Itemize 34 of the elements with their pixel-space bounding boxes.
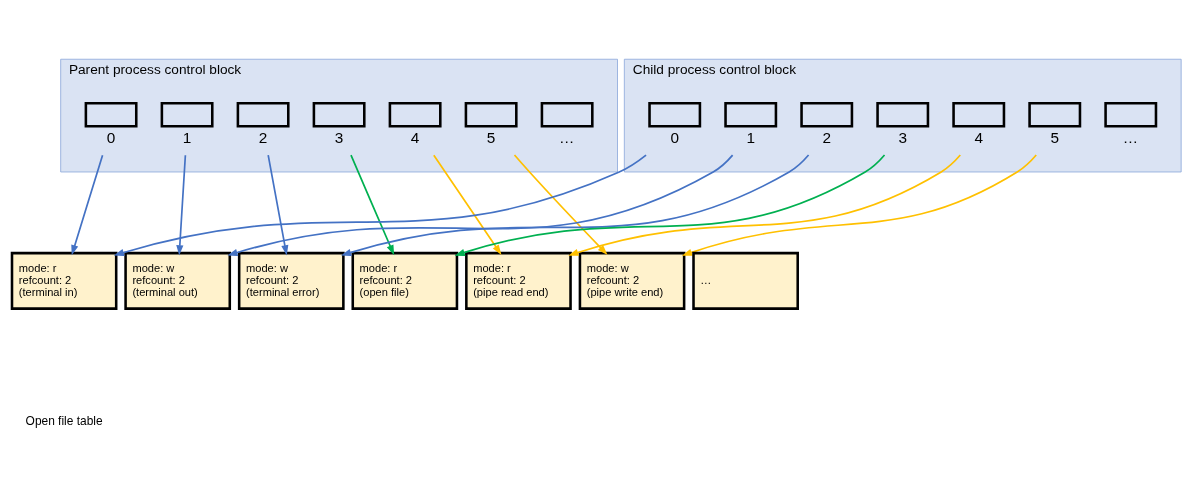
arrow (681, 154, 1038, 256)
node-label: 4 (974, 129, 984, 147)
arrow (568, 154, 962, 256)
arrow (513, 154, 608, 255)
arrow (176, 154, 187, 256)
arrow (350, 154, 395, 256)
arrow (113, 154, 647, 256)
node-box: mode: r refcount: 2 (open file) (351, 251, 459, 310)
arrow (227, 154, 734, 256)
node-label: 4 (410, 129, 420, 147)
node-label: 2 (822, 129, 832, 147)
node-label: 3 (334, 129, 344, 147)
node-label: 5 (1050, 129, 1060, 147)
node-label: 5 (486, 129, 496, 147)
node-box: mode: r refcount: 2 (terminal in) (10, 251, 118, 310)
node-label: 1 (182, 129, 192, 147)
node-box: mode: w refcount: 2 (terminal out) (124, 251, 232, 310)
arrow (267, 154, 289, 256)
node-box: mode: w refcount: 2 (terminal error) (237, 251, 345, 310)
node-label: 1 (746, 129, 756, 147)
arrow (71, 154, 104, 256)
node-label: 2 (258, 129, 268, 147)
label: Open file table (25, 414, 103, 429)
node-box: … (692, 251, 799, 310)
node-label: 3 (898, 129, 908, 147)
node-label: … (559, 129, 575, 147)
node-label: 0 (106, 129, 116, 147)
arrow (454, 154, 886, 256)
node-label: 0 (670, 129, 679, 147)
arrow (432, 154, 502, 255)
node-box: mode: w refcount: 2 (pipe write end) (578, 251, 686, 310)
node-label: … (1122, 129, 1139, 147)
arrow (340, 154, 810, 256)
node-box: mode: r refcount: 2 (pipe read end) (465, 251, 572, 310)
